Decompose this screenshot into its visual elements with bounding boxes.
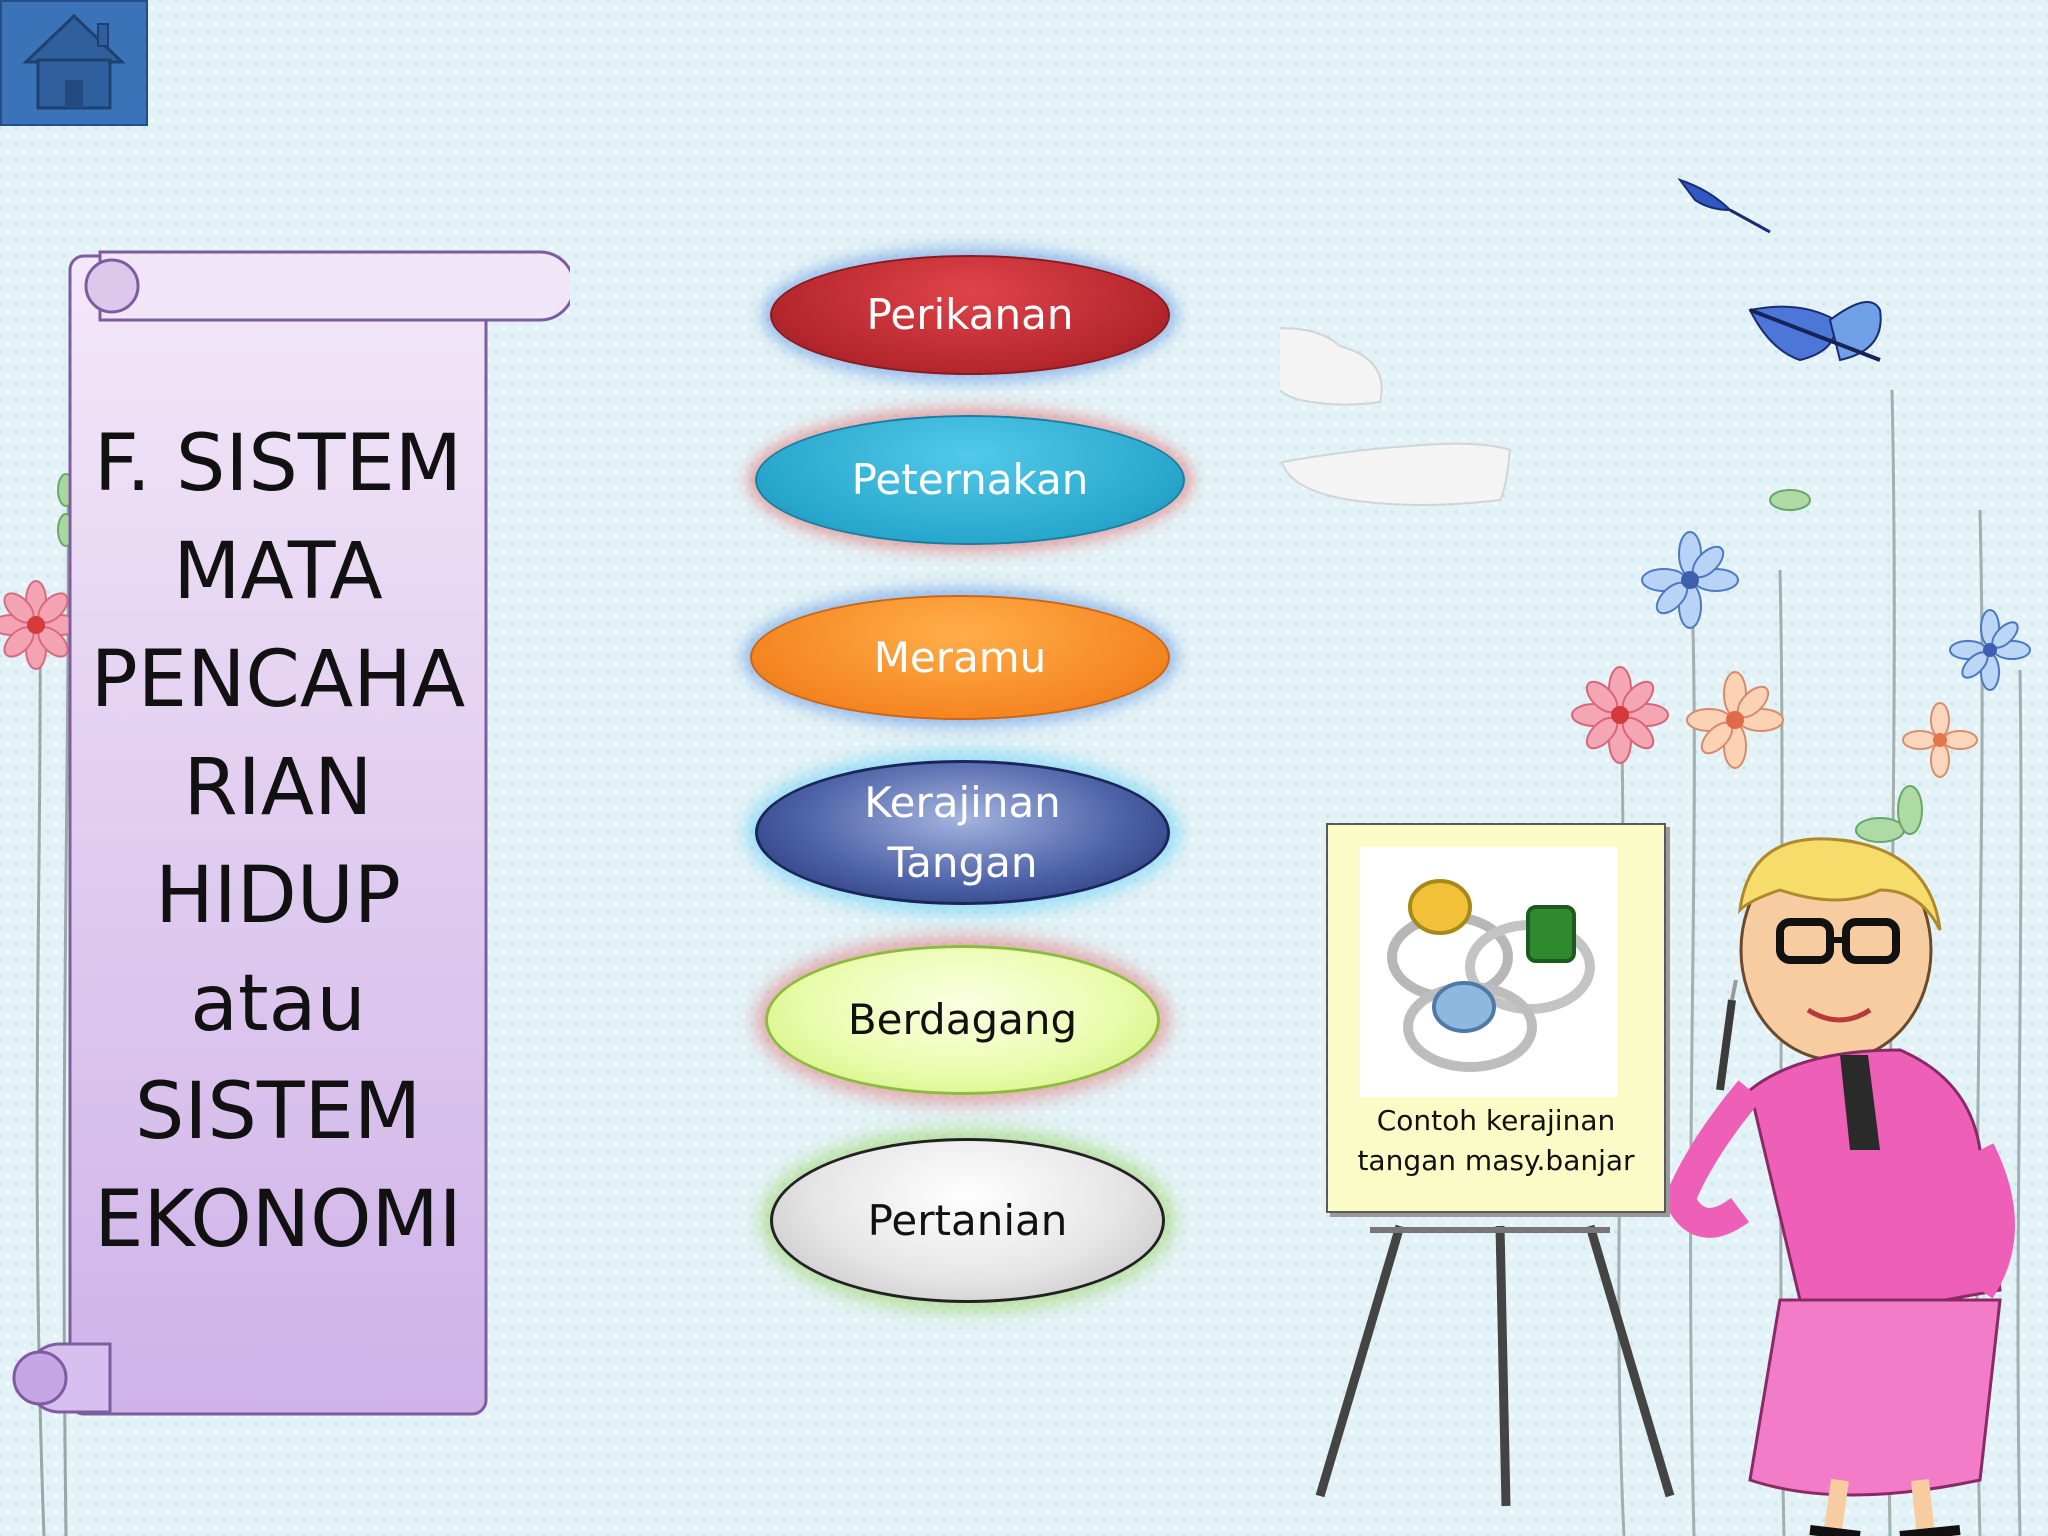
tangan-line: Tangan: [887, 837, 1038, 887]
title-line: RIAN: [183, 743, 373, 833]
berdagang-label: Berdagang: [847, 995, 1078, 1044]
berdagang-button[interactable]: Berdagang: [765, 945, 1160, 1095]
pertanian-label: Pertanian: [867, 1195, 1068, 1245]
title-line: HIDUP: [155, 851, 401, 941]
peternakan-button[interactable]: Peternakan: [755, 415, 1185, 545]
pink-flower-icon: [0, 580, 81, 670]
easel-stand: [1315, 1224, 1675, 1507]
kerajinan-tangan-button[interactable]: Kerajinan Tangan: [755, 760, 1170, 905]
right-decoration: [1280, 178, 2031, 1536]
blue-flower-icon: [1641, 531, 1739, 629]
example-poster: Contoh kerajinan tangan masy.banjar: [1326, 823, 1666, 1213]
teacher-illustration: [1663, 837, 2015, 1536]
cloud-icon: [1280, 327, 1512, 506]
kerajinan-tangan-label: Kerajinan Tangan: [864, 773, 1061, 893]
pink-flower-icon: [1571, 666, 1669, 764]
perikanan-label: Perikanan: [866, 290, 1074, 339]
caption-line: Contoh kerajinan: [1376, 1104, 1616, 1137]
house-icon: [22, 13, 126, 110]
rings-photo: [1360, 847, 1618, 1097]
caption-line: tangan masy.banjar: [1357, 1144, 1635, 1177]
title-line: F. SISTEM: [93, 419, 463, 509]
poster-caption: Contoh kerajinan tangan masy.banjar: [1328, 1101, 1664, 1181]
page-title: F. SISTEM MATA PENCAHA RIAN HIDUP atau S…: [78, 410, 478, 1274]
title-line: atau: [190, 959, 366, 1049]
leaves-icon: [1769, 489, 1923, 843]
title-line: PENCAHA: [90, 635, 466, 725]
meramu-label: Meramu: [873, 632, 1047, 682]
pertanian-button[interactable]: Pertanian: [770, 1138, 1165, 1303]
title-scroll: [12, 250, 570, 1416]
peternakan-label: Peternakan: [851, 455, 1089, 504]
gemstone-rings-icon: [1387, 879, 1595, 1072]
right-blue-flower-icon: [1949, 609, 2031, 691]
peach-flower-icon: [1686, 671, 1784, 769]
title-line: MATA: [173, 527, 383, 617]
perikanan-button[interactable]: Perikanan: [770, 255, 1170, 375]
title-line: EKONOMI: [94, 1175, 462, 1265]
left-flowers-decoration: [0, 473, 81, 1536]
title-line: SISTEM: [134, 1067, 422, 1157]
meramu-button[interactable]: Meramu: [750, 595, 1170, 720]
small-peach-flower-icon: [1902, 702, 1978, 778]
butterfly-icon: [1677, 178, 1882, 362]
kerajinan-line: Kerajinan: [864, 777, 1061, 827]
home-button[interactable]: [0, 0, 148, 126]
